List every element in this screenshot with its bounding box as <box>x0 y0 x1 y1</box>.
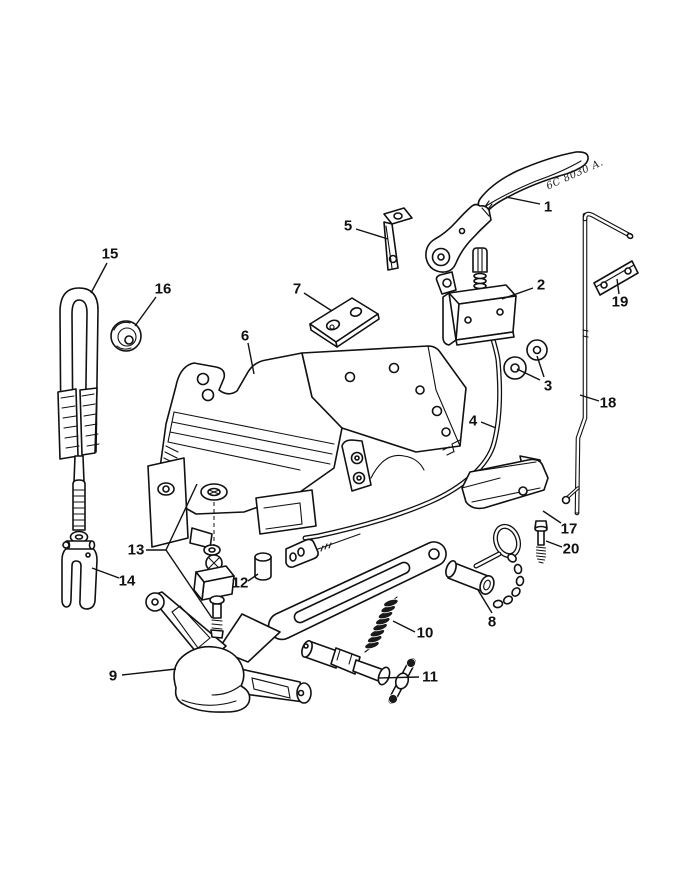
callout-11: 11 <box>422 669 438 686</box>
part-12-bushing <box>254 552 272 581</box>
part-19-strap-plate <box>593 260 639 296</box>
callout-14: 14 <box>119 573 136 590</box>
callout-3: 3 <box>544 378 552 395</box>
callout-9-leader <box>121 668 177 676</box>
part-14-clevis <box>61 540 98 610</box>
callout-7-leader <box>303 292 333 312</box>
callout-8: 8 <box>488 614 496 631</box>
part-9-drawbar-yoke <box>145 541 447 713</box>
part-16-grommet <box>110 320 142 352</box>
callout-6-leader <box>247 342 255 375</box>
callout-10: 10 <box>417 625 434 642</box>
callout-3-leader <box>536 355 545 378</box>
callout-17: 17 <box>561 521 578 538</box>
part-13-hardware <box>193 502 235 639</box>
callout-13-leader <box>165 483 198 551</box>
callout-10-leader <box>392 620 416 633</box>
part-10-spring <box>364 596 399 653</box>
callout-20-leader <box>545 540 563 548</box>
callout-19-leader <box>616 278 620 295</box>
callout-15: 15 <box>102 246 119 263</box>
part-3-washers <box>503 339 548 380</box>
callout-16: 16 <box>155 281 172 298</box>
callout-20: 20 <box>563 541 580 558</box>
callout-2: 2 <box>537 277 545 294</box>
callout-18-leader <box>579 394 600 402</box>
part-2-latch-bracket <box>435 271 517 346</box>
part-17-bracket <box>461 455 549 510</box>
callout-14-leader <box>91 567 120 579</box>
part-15-u-rod <box>57 287 100 544</box>
callout-11-leader <box>377 676 420 679</box>
part-1-release-lever <box>425 151 589 273</box>
part-7-spacer-plate <box>309 297 380 348</box>
part-20-bolt <box>534 520 548 564</box>
callout-4: 4 <box>469 413 478 430</box>
callout-12: 12 <box>232 575 249 592</box>
callout-16-leader <box>134 296 157 327</box>
part-18-rod <box>574 211 634 516</box>
part-5-angle-strap <box>383 207 413 271</box>
callout-18: 18 <box>600 395 617 412</box>
part-11-latch-pin <box>301 640 416 704</box>
callout-12-leader <box>247 573 259 582</box>
callout-13-leader <box>165 549 213 619</box>
callout-15-leader <box>90 262 108 294</box>
callout-13: 13 <box>128 542 145 559</box>
callout-6: 6 <box>241 328 249 345</box>
part-6-main-frame <box>147 345 467 549</box>
callout-4-leader <box>480 421 497 429</box>
callout-3-leader <box>516 368 541 381</box>
clip-pin <box>561 486 580 505</box>
cable-end-fitting <box>285 533 361 568</box>
callout-7: 7 <box>293 281 301 298</box>
callout-9: 9 <box>109 668 117 685</box>
callout-1: 1 <box>544 199 552 216</box>
part-4-lift-rod <box>302 290 503 541</box>
callout-19: 19 <box>612 294 629 311</box>
callout-5: 5 <box>344 218 352 235</box>
callout-8-leader <box>477 589 493 614</box>
callout-5-leader <box>355 228 389 240</box>
part-8-linch-pin-chain <box>445 523 525 609</box>
callout-17-leader <box>542 510 562 524</box>
callout-2-leader <box>501 287 534 300</box>
callout-1-leader <box>505 196 541 205</box>
